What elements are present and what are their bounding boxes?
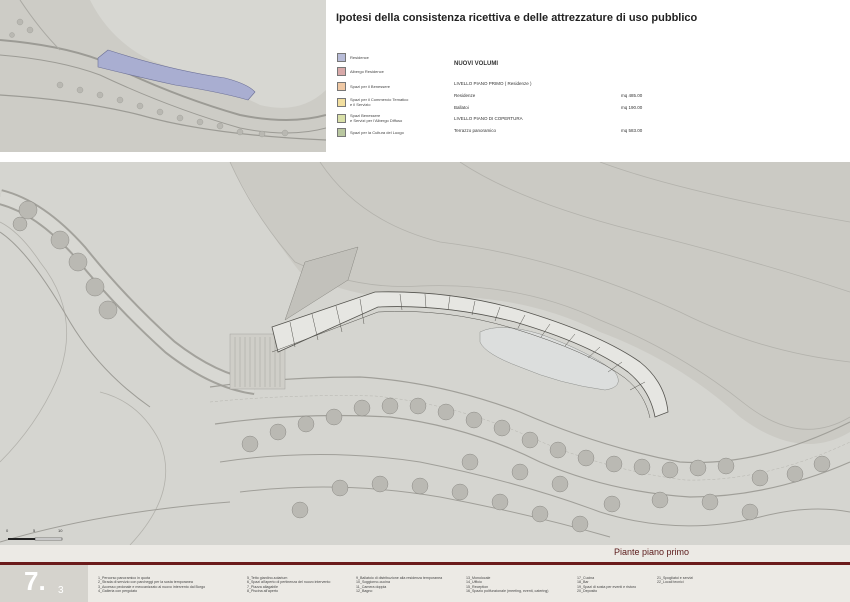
footer-column: 9_Ballatoio di distribuzione alla reside… <box>356 576 442 593</box>
footer-item: 5_Tetto giardino-solarium <box>247 576 288 580</box>
sheet-title: Ipotesi della consistenza ricettiva e de… <box>336 12 698 24</box>
level-first-floor: LIVELLO PIANO PRIMO ( Residenze ) <box>454 81 532 86</box>
sheet-number: 7. <box>24 566 46 596</box>
legend-item: Spazi per il Benessere <box>337 82 390 91</box>
footer-column: 21_Spogliatoi e servizi 22_Locali tecnic… <box>657 576 693 585</box>
footer-item: 21_Spogliatoi e servizi <box>657 576 693 580</box>
legend-swatch <box>337 67 346 76</box>
scale-bar: 0 5 10 <box>6 528 66 548</box>
footer-column: 1_Percorso panoramico in quota 2_Strada … <box>98 576 205 593</box>
footer-item: 18_Bar <box>577 580 589 585</box>
footer-column: 17_Cucina 18_Bar 19_Spazi di sosta per e… <box>577 576 636 593</box>
legend-swatch <box>337 128 346 137</box>
scale-bar-graphic <box>8 537 63 541</box>
footer-item: 7_Piazza allagabile <box>247 584 278 589</box>
legend-item: Residence <box>337 53 369 62</box>
footer-item: 1_Percorso panoramico in quota <box>98 576 150 580</box>
scale-max: 10 <box>58 528 63 533</box>
footer-column: 13_Monolocale 14_Ufficio 15_Reception 16… <box>466 576 549 593</box>
site-plan <box>0 161 850 546</box>
footer-item: 9_Ballatoio di distribuzione alla reside… <box>356 576 443 580</box>
terrazzo-label: Terrazzo panoramico <box>454 128 497 133</box>
footer-item: 4_Galleria con pergolato <box>98 588 138 593</box>
info-panel <box>326 0 850 152</box>
legend-swatch <box>337 82 346 91</box>
footer-rule <box>0 562 850 565</box>
footer-item: 13_Monolocale <box>466 576 491 580</box>
footer-item: 15_Reception <box>466 584 489 589</box>
footer-item: 17_Cucina <box>577 576 595 580</box>
footer-item: 3_Accesso pedonale e meccanizzato al nuo… <box>98 584 206 589</box>
legend-swatch <box>337 53 346 62</box>
footer-item: 19_Spazi di sosta per eventi e ristoro <box>577 584 637 589</box>
terrazzo-value: mq 583.00 <box>621 128 643 133</box>
legend-label: Spazi per il Benessere <box>350 84 391 89</box>
footer-column: 5_Tetto giardino-solarium 6_Spazi all'ap… <box>247 576 330 593</box>
plan-title: Piante piano primo <box>614 547 690 557</box>
footer-item: 6_Spazi all'aperto di pertinenza del nuo… <box>247 580 331 585</box>
legend-label: Spazi per la Cultura del Luogo <box>350 130 404 135</box>
legend-item: Spazi per la Cultura del Luogo <box>337 128 404 137</box>
legend-label: Residence <box>350 55 369 60</box>
footer-item: 11_Camera doppia <box>356 584 387 589</box>
key-map-drawing <box>0 0 326 152</box>
volumes-heading: NUOVI VOLUMI <box>454 61 499 67</box>
sheet-number-box <box>0 565 88 602</box>
legend-swatch <box>337 97 346 107</box>
footer-item: 16_Spazio polifunzionale (meeting, event… <box>466 588 549 593</box>
footer-item: 2_Strada di servizio con parcheggi per l… <box>98 580 193 585</box>
scale-zero: 0 <box>6 528 9 533</box>
legend-label: Spazi Benessere e Servizi per l'Albergo … <box>350 113 403 123</box>
residenze-label: Residenze <box>454 93 476 98</box>
footer-item: 14_Ufficio <box>466 580 482 585</box>
level-roof: LIVELLO PIANO DI COPERTURA <box>454 116 523 121</box>
legend-swatch <box>337 113 346 123</box>
footer-item: 20_Deposito <box>577 588 598 593</box>
legend-label: Albergo Residence <box>350 69 384 74</box>
footer-item: 10_Soggiorno-cucina <box>356 580 390 585</box>
footer <box>0 545 850 602</box>
site-plan-drawing <box>0 161 850 546</box>
key-map <box>0 0 326 152</box>
legend-item: Albergo Residence <box>337 67 384 76</box>
footer-item: 22_Locali tecnici <box>657 580 684 585</box>
residenze-value: mq 485.00 <box>621 93 643 98</box>
ballatoi-label: Ballatoi <box>454 105 469 110</box>
legend-item: Spazi Benessere e Servizi per l'Albergo … <box>337 113 402 123</box>
legend-item: Spazi per il Commercio Tematico e il Ser… <box>337 97 408 107</box>
sheet-subnumber: 3 <box>58 585 64 596</box>
footer-item: 12_Bagno <box>356 588 373 593</box>
scale-mid: 5 <box>33 528 36 533</box>
footer-item: 8_Piscina all'aperto <box>247 588 279 593</box>
ballatoi-value: mq 190.00 <box>621 105 643 110</box>
legend-label: Spazi per il Commercio Tematico e il Ser… <box>350 97 409 107</box>
